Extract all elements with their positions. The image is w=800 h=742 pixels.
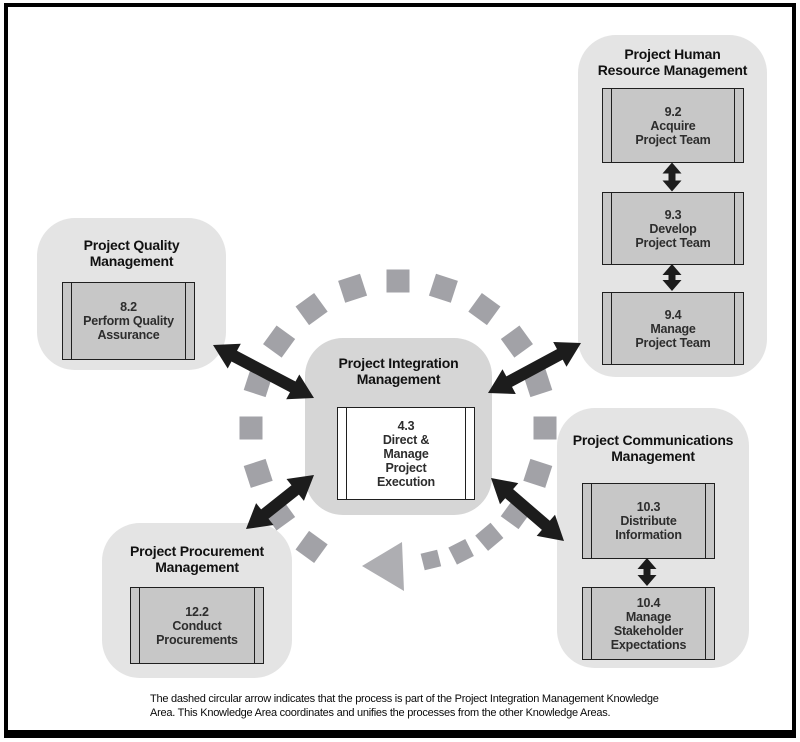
process-label: 8.2 Perform Quality Assurance bbox=[83, 300, 174, 342]
process-label: 9.4 Manage Project Team bbox=[635, 308, 710, 350]
ring-dash bbox=[420, 549, 442, 571]
knowledge-area-title: Project Quality Management bbox=[83, 237, 180, 269]
process-code: 4.3 bbox=[397, 418, 415, 433]
process-name: Manage Stakeholder Expectations bbox=[610, 609, 687, 652]
process-code: 9.3 bbox=[664, 207, 682, 222]
ring-dash bbox=[523, 368, 553, 398]
knowledge-area-title: Project Integration Management bbox=[338, 355, 459, 387]
bidirectional-arrow-icon bbox=[213, 343, 314, 400]
process-10-4: 10.4 Manage Stakeholder Expectations bbox=[582, 587, 715, 660]
process-name: Conduct Procurements bbox=[156, 618, 238, 647]
bidirectional-arrow-icon bbox=[246, 475, 314, 529]
process-9-2: 9.2 Acquire Project Team bbox=[602, 88, 744, 163]
process-name: Develop Project Team bbox=[635, 221, 711, 250]
ring-dash bbox=[448, 539, 474, 565]
figure-caption: The dashed circular arrow indicates that… bbox=[150, 693, 659, 719]
process-code: 12.2 bbox=[185, 604, 209, 619]
ring-dash bbox=[500, 325, 533, 358]
ring-dash bbox=[533, 416, 557, 440]
knowledge-area-title: Project Communications Management bbox=[572, 432, 734, 464]
process-9-4: 9.4 Manage Project Team bbox=[602, 292, 744, 365]
ring-dash bbox=[468, 293, 501, 326]
process-8-2: 8.2 Perform Quality Assurance bbox=[62, 282, 195, 360]
knowledge-area-quality: Project Quality Management 8.2 Perform Q… bbox=[37, 218, 226, 370]
process-name: Perform Quality Assurance bbox=[83, 314, 174, 342]
ring-dash bbox=[295, 293, 328, 326]
ring-dash bbox=[500, 498, 532, 530]
process-code: 10.4 bbox=[636, 595, 661, 610]
process-10-3: 10.3 Distribute Information bbox=[582, 483, 715, 559]
process-name: Acquire Project Team bbox=[635, 118, 711, 147]
ring-dash bbox=[263, 325, 296, 358]
knowledge-area-title: Project Human Resource Management bbox=[597, 46, 748, 78]
ring-dash bbox=[338, 273, 368, 303]
process-label: 10.4 Manage Stakeholder Expectations bbox=[610, 595, 687, 652]
process-label: 12.2 Conduct Procurements bbox=[156, 605, 238, 647]
ring-dash bbox=[295, 530, 328, 563]
ring-dash bbox=[475, 522, 504, 551]
process-12-2: 12.2 Conduct Procurements bbox=[130, 587, 264, 664]
process-code: 8.2 bbox=[120, 300, 137, 314]
knowledge-area-procurement: Project Procurement Management 12.2 Cond… bbox=[102, 523, 292, 678]
process-label: 9.2 Acquire Project Team bbox=[635, 105, 710, 147]
knowledge-area-integration: Project Integration Management 4.3 Direc… bbox=[305, 338, 492, 515]
process-name: Direct & Manage Project Execution bbox=[377, 432, 435, 489]
knowledge-area-human-resource: Project Human Resource Management 9.2 Ac… bbox=[578, 35, 767, 377]
process-name: Distribute Information bbox=[615, 514, 682, 542]
ring-dash bbox=[243, 458, 273, 488]
process-4-3: 4.3 Direct & Manage Project Execution bbox=[337, 407, 475, 500]
bidirectional-arrow-icon bbox=[488, 342, 581, 394]
ring-dash bbox=[523, 458, 553, 488]
process-9-3: 9.3 Develop Project Team bbox=[602, 192, 744, 265]
ring-flow-arrowhead-icon bbox=[362, 542, 404, 591]
bidirectional-arrow-icon bbox=[491, 478, 564, 541]
ring-dash bbox=[243, 368, 273, 398]
process-label: 4.3 Direct & Manage Project Execution bbox=[377, 419, 435, 489]
ring-dash bbox=[386, 269, 410, 293]
knowledge-area-title: Project Procurement Management bbox=[130, 543, 264, 575]
process-name: Manage Project Team bbox=[635, 321, 711, 350]
process-code: 9.4 bbox=[664, 307, 682, 322]
process-label: 9.3 Develop Project Team bbox=[635, 208, 710, 250]
knowledge-area-communications: Project Communications Management 10.3 D… bbox=[557, 408, 749, 668]
process-code: 10.3 bbox=[636, 500, 661, 514]
process-code: 9.2 bbox=[664, 104, 682, 119]
ring-dash bbox=[428, 273, 458, 303]
ring-dash bbox=[239, 416, 263, 440]
process-label: 10.3 Distribute Information bbox=[615, 500, 682, 542]
